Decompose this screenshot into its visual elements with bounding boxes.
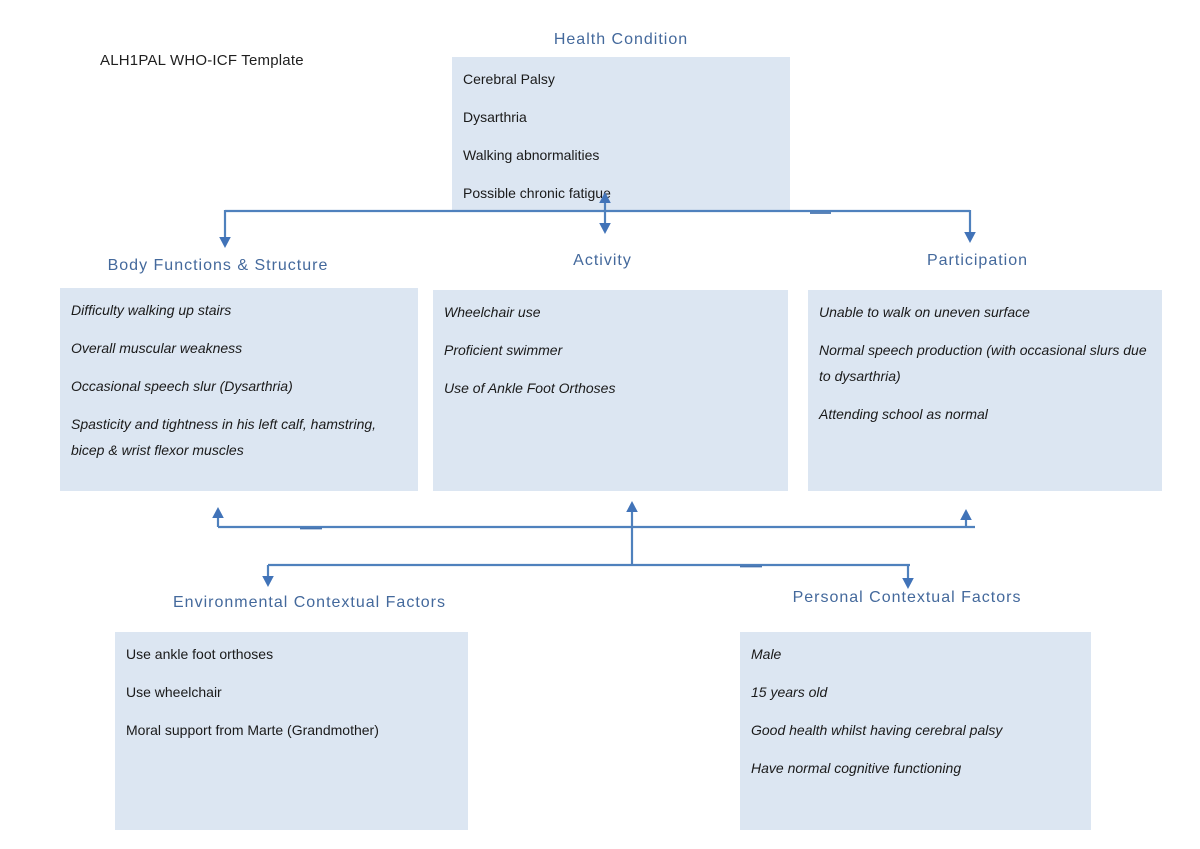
list-item: Attending school as normal [819, 406, 988, 422]
arrowhead-down-environmental [262, 576, 274, 587]
list-item: Cerebral Palsy [463, 71, 555, 87]
arrowhead-down-center [599, 223, 611, 234]
connector-context-factors [212, 501, 975, 589]
list-item: Unable to walk on uneven surface [819, 304, 1030, 320]
list-item: Spasticity and tightness in his left cal… [71, 416, 377, 458]
list-item: Use ankle foot orthoses [126, 646, 274, 662]
arrowhead-down-right [964, 232, 976, 243]
list-item: Good health whilst having cerebral palsy [751, 722, 1003, 738]
environmental-factors-title: Environmental Contextual Factors [173, 594, 446, 611]
arrowhead-down-personal [902, 578, 914, 589]
list-item: Possible chronic fatigue [463, 185, 611, 201]
list-item: Occasional speech slur (Dysarthria) [71, 378, 293, 394]
list-item: Use wheelchair [126, 684, 222, 700]
list-item: Walking abnormalities [463, 147, 600, 163]
list-item: Wheelchair use [444, 304, 541, 320]
list-item: Overall muscular weakness [71, 340, 243, 356]
list-item: Proficient swimmer [444, 342, 563, 358]
list-item: Use of Ankle Foot Orthoses [444, 380, 616, 396]
arrowhead-up-body [212, 507, 224, 518]
personal-factors-title: Personal Contextual Factors [792, 589, 1022, 606]
list-item: Moral support from Marte (Grandmother) [126, 722, 379, 738]
list-item: 15 years old [751, 684, 828, 700]
arrowhead-up-participation [960, 509, 972, 520]
list-item: Normal speech production (with occasiona… [819, 342, 1147, 384]
list-item: Have normal cognitive functioning [751, 760, 962, 776]
arrowhead-down-left [219, 237, 231, 248]
health-condition-title: Health Condition [553, 31, 689, 48]
list-item: Difficulty walking up stairs [71, 302, 232, 318]
participation-title: Participation [926, 252, 1029, 269]
activity-title: Activity [573, 252, 632, 269]
page-title: ALH1PAL WHO-ICF Template [100, 52, 304, 69]
list-item: Dysarthria [463, 109, 527, 125]
body-functions-title: Body Functions & Structure [107, 257, 329, 274]
list-item: Male [751, 646, 782, 662]
arrowhead-up-activity [626, 501, 638, 512]
